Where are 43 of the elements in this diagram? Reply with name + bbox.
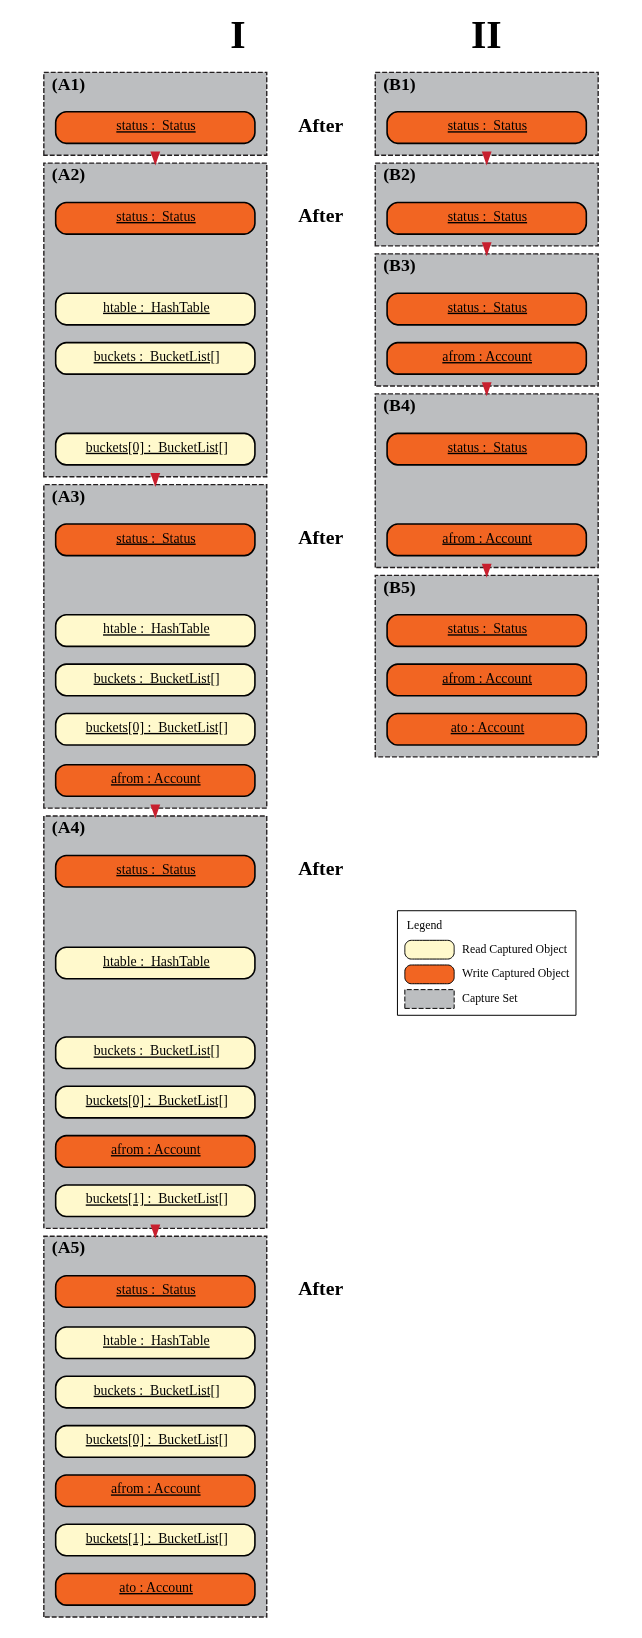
node-box: status : Status — [386, 111, 588, 145]
label: II — [470, 12, 502, 57]
node-box: buckets : BucketList[] — [54, 1375, 256, 1409]
node-box: buckets[0] : BucketList[] — [54, 712, 256, 746]
node-box: afrom : Account — [54, 1474, 256, 1508]
label: After — [298, 204, 344, 227]
node-box: htable : HashTable — [54, 1326, 256, 1360]
node-box: status : Status — [386, 614, 588, 648]
node-box: status : Status — [54, 201, 256, 235]
label: Legend — [406, 918, 443, 933]
legend-label: Read Captured Object — [462, 941, 568, 956]
node-box: afrom : Account — [386, 663, 588, 697]
node-box: afrom : Account — [54, 763, 256, 798]
legend-label: Write Captured Object — [462, 966, 570, 981]
node-box: buckets[1] : BucketList[] — [54, 1523, 256, 1557]
node-box: buckets[0] : BucketList[] — [54, 1424, 256, 1458]
node-box: afrom : Account — [386, 523, 588, 557]
node-box: htable : HashTable — [54, 946, 256, 980]
label: After — [298, 113, 344, 136]
node-box: buckets[0] : BucketList[] — [54, 1085, 256, 1119]
node-box: ato : Account — [54, 1572, 256, 1606]
node-box: buckets[1] : BucketList[] — [54, 1184, 256, 1218]
node-box: htable : HashTable — [54, 292, 256, 326]
label: After — [298, 1277, 344, 1300]
node-box: buckets : BucketList[] — [54, 663, 256, 697]
node-box: status : Status — [54, 111, 256, 145]
label: After — [298, 525, 344, 548]
node-box: status : Status — [386, 292, 588, 326]
node-box: buckets : BucketList[] — [54, 1036, 256, 1070]
node-box: ato : Account — [386, 712, 588, 746]
node-box: status : Status — [54, 523, 256, 557]
node-box: status : Status — [54, 854, 256, 888]
label: I — [230, 12, 246, 57]
node-box: afrom : Account — [54, 1134, 256, 1168]
node-box: buckets : BucketList[] — [54, 341, 256, 375]
node-box: status : Status — [54, 1274, 256, 1309]
legend-label: Capture Set — [462, 991, 518, 1006]
node-box: status : Status — [386, 432, 588, 466]
node-box: status : Status — [386, 201, 588, 235]
node-box: afrom : Account — [386, 341, 588, 375]
node-box: htable : HashTable — [54, 614, 256, 648]
label: After — [298, 857, 344, 880]
node-box: buckets[0] : BucketList[] — [54, 432, 256, 466]
